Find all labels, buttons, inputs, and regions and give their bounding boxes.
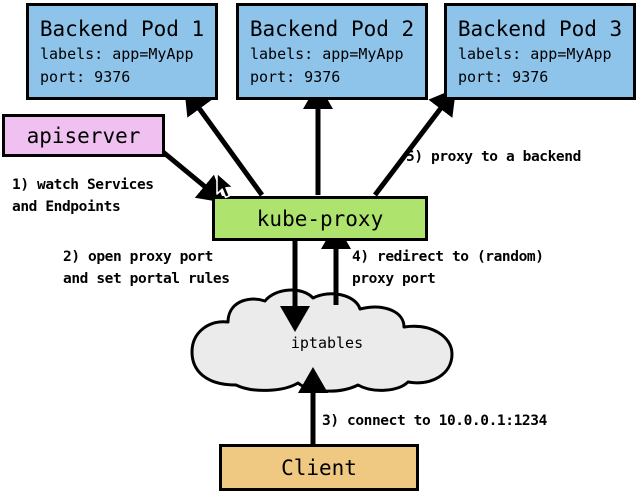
arrow-kubeproxy-to-pod3 bbox=[373, 88, 457, 197]
backend-pod-1-box[interactable]: Backend Pod 1 labels: app=MyApp port: 93… bbox=[26, 3, 218, 100]
arrow-apiserver-to-kubeproxy bbox=[161, 150, 225, 203]
pod-3-port: port: 9376 bbox=[458, 68, 549, 86]
step-4-label: 4) redirect to (random) proxy port bbox=[352, 249, 544, 287]
step-3-label: 3) connect to 10.0.0.1:1234 bbox=[322, 413, 547, 429]
iptables-label: iptables bbox=[290, 334, 364, 352]
apiserver-box[interactable]: apiserver bbox=[2, 114, 165, 157]
client-box[interactable]: Client bbox=[219, 444, 419, 491]
apiserver-label: apiserver bbox=[26, 123, 141, 148]
step-1-label: 1) watch Services and Endpoints bbox=[12, 177, 154, 215]
iptables-cloud bbox=[190, 288, 454, 393]
pod-2-port: port: 9376 bbox=[250, 68, 341, 86]
kube-proxy-label: kube-proxy bbox=[256, 206, 384, 231]
pod-1-title: Backend Pod 1 bbox=[39, 17, 205, 41]
pod-2-labels: labels: app=MyApp bbox=[250, 45, 404, 63]
arrow-kubeproxy-to-pod1 bbox=[184, 87, 265, 197]
pod-1-port: port: 9376 bbox=[40, 68, 131, 86]
step-5-label: 5) proxy to a backend bbox=[406, 149, 581, 165]
backend-pod-3-box[interactable]: Backend Pod 3 labels: app=MyApp port: 93… bbox=[444, 3, 636, 100]
step-2-label: 2) open proxy port and set portal rules bbox=[63, 249, 230, 287]
pod-3-title: Backend Pod 3 bbox=[457, 17, 623, 41]
pod-2-title: Backend Pod 2 bbox=[249, 17, 415, 41]
mouse-pointer-icon bbox=[216, 172, 234, 199]
client-label: Client bbox=[281, 455, 357, 480]
pod-1-labels: labels: app=MyApp bbox=[40, 45, 194, 63]
pod-3-labels: labels: app=MyApp bbox=[458, 45, 612, 63]
backend-pod-2-box[interactable]: Backend Pod 2 labels: app=MyApp port: 93… bbox=[236, 3, 428, 100]
kube-proxy-box[interactable]: kube-proxy bbox=[212, 196, 428, 241]
